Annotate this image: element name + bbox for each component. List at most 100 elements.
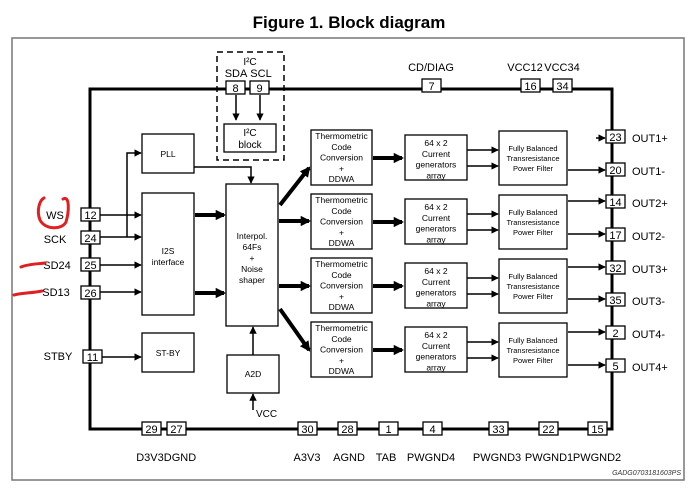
pin-top-2: 7CD/DIAG <box>408 62 454 93</box>
pin-label: PWGND4 <box>407 452 455 464</box>
pin-label: OUT4- <box>632 329 665 341</box>
thermometric-line: + <box>339 227 344 237</box>
pin-label: AGND <box>333 452 365 464</box>
pin-number: 29 <box>145 424 157 436</box>
pin-label: DGND <box>164 452 196 464</box>
pin-label: TAB <box>376 452 397 464</box>
current-gen-line: array <box>426 362 446 372</box>
pin-number: 20 <box>609 165 621 177</box>
current-gen-line: 64 x 2 <box>424 330 447 340</box>
thermometric-line: Thermometric <box>315 131 368 141</box>
pin-top-4: 34 VCC34 <box>544 62 579 93</box>
filter-line: Power Filter <box>513 292 554 301</box>
pin-number: 5 <box>612 361 618 373</box>
thermometric-line: Code <box>331 206 352 216</box>
i2c-group-title: I²C <box>243 57 256 68</box>
current-gen-line: array <box>426 170 446 180</box>
current-gen-line: Current <box>422 213 451 223</box>
current-gen-line: generators <box>416 160 457 170</box>
thermometric-line: DDWA <box>329 174 355 184</box>
vcc-label: VCC <box>256 409 277 420</box>
sck-to-pll-wire <box>126 149 142 237</box>
thermometric-line: DDWA <box>329 366 355 376</box>
figure-frame <box>11 37 685 481</box>
thermometric-line: Thermometric <box>315 259 368 269</box>
pin-top-3: 16 VCC12 <box>507 62 542 93</box>
filter-line: Transresistance <box>506 218 559 227</box>
pin-number: 35 <box>609 295 621 307</box>
pin-label: VCC12 <box>507 62 542 74</box>
current-gen-line: generators <box>416 352 457 362</box>
pin-label: A3V3 <box>294 452 321 464</box>
interp-to-therm-bus-4 <box>278 307 311 352</box>
pin-number: 15 <box>591 424 603 436</box>
pin-right-6: 2 OUT4- <box>605 325 665 341</box>
filter-line: Fully Balanced <box>508 144 557 153</box>
pin-number: 23 <box>609 132 621 144</box>
pll-to-interp-wire <box>194 166 255 184</box>
standby-block: ST-BY <box>141 332 195 373</box>
i2s-interface-block: I2S interface <box>141 192 195 316</box>
pin-label: SD13 <box>42 287 70 299</box>
pin-label: PWGND1 <box>525 452 573 464</box>
pin-number: 7 <box>428 81 434 93</box>
pin-label: OUT1+ <box>632 133 668 145</box>
current-gen-line: array <box>426 234 446 244</box>
filter-line: Transresistance <box>506 154 559 163</box>
current-gen-line: 64 x 2 <box>424 266 447 276</box>
pin-number: 33 <box>492 424 504 436</box>
pin-label: PWGND3 <box>473 452 521 464</box>
pin-label: VCC34 <box>544 62 579 74</box>
current-gen-line: Current <box>422 341 451 351</box>
pin-number: 16 <box>524 81 536 93</box>
thermometric-line: Thermometric <box>315 323 368 333</box>
pin-number: 11 <box>87 352 98 364</box>
pin-number: 12 <box>84 210 96 222</box>
thermometric-line: Code <box>331 334 352 344</box>
filter-line: Transresistance <box>506 346 559 355</box>
a2d-block: A2D <box>226 354 280 394</box>
annotation-mark-sd24 <box>19 261 47 269</box>
pin-number: 9 <box>256 83 262 95</box>
pin-number: 32 <box>609 263 621 275</box>
i2c-block: I²C block <box>223 123 277 153</box>
interp-line1: Interpol. <box>237 231 268 241</box>
annotation-circle-ws <box>36 196 70 230</box>
pin-label: PWGND2 <box>573 452 621 464</box>
filter-line: Fully Balanced <box>508 336 557 345</box>
thermometric-line: Conversion <box>320 345 363 355</box>
interp-line5: shaper <box>239 275 265 285</box>
thermometric-line: + <box>339 355 344 365</box>
pin-label: OUT2- <box>632 231 665 243</box>
thermometric-line: Conversion <box>320 153 363 163</box>
current-gen-line: array <box>426 298 446 308</box>
standby-label: ST-BY <box>156 348 181 358</box>
pin-number: 14 <box>609 197 621 209</box>
pin-number: 34 <box>556 81 568 93</box>
current-gen-line: Current <box>422 277 451 287</box>
pin-number: 17 <box>609 230 621 242</box>
pin-number: 2 <box>612 328 618 340</box>
